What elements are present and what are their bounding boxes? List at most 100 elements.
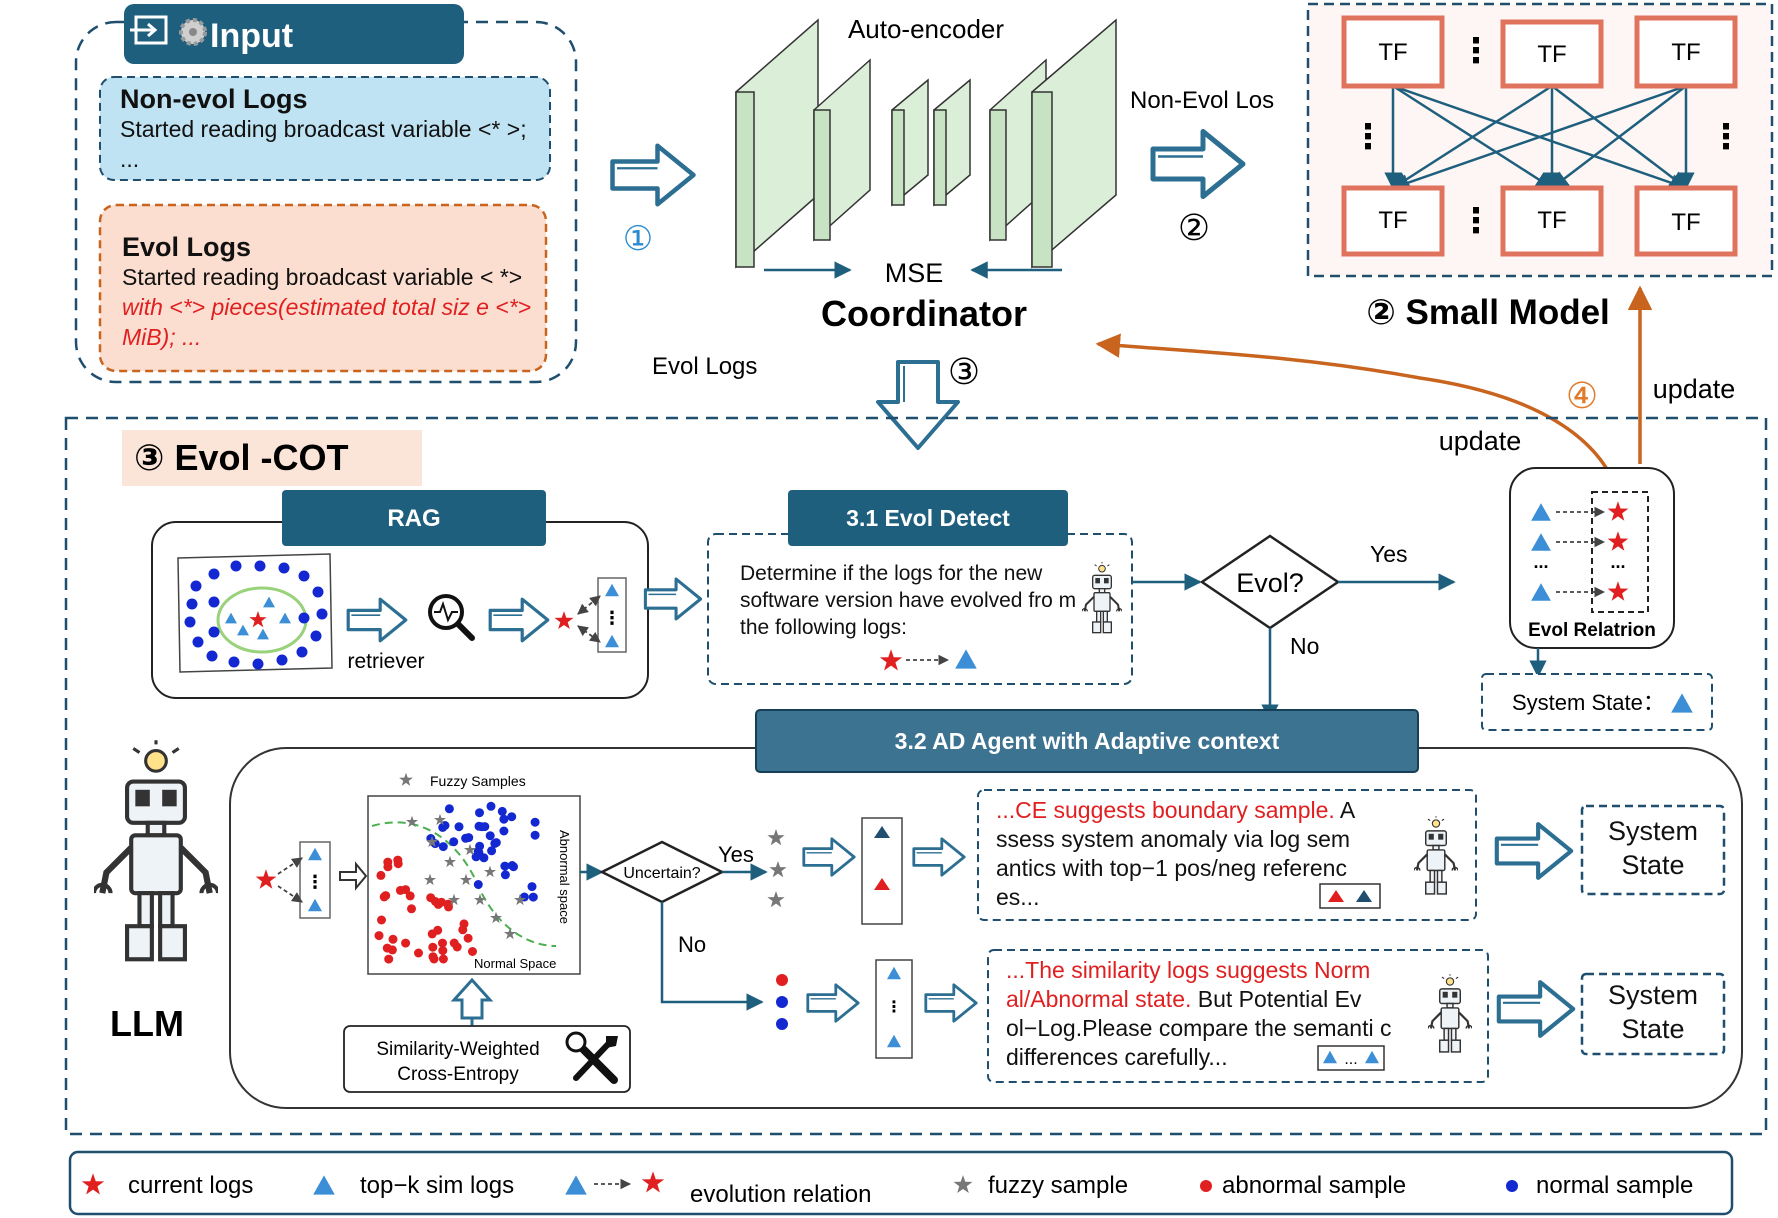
step1-label: ① xyxy=(623,220,653,258)
evol-logs-text-plain: Started reading broadcast variable < *> xyxy=(122,264,523,290)
abnormal-sample-dot xyxy=(383,862,393,872)
abnormal-sample-dot xyxy=(414,948,423,958)
normal-sample-dot xyxy=(527,882,537,892)
embedding-dot xyxy=(298,612,310,624)
embedding-dot xyxy=(208,626,220,638)
embedding-dot xyxy=(276,654,288,666)
legend-fuzzy: fuzzy sample xyxy=(988,1172,1128,1199)
llm-label: LLM xyxy=(110,1003,184,1044)
update-label-mid: update xyxy=(1439,426,1522,456)
svg-text:TF: TF xyxy=(1671,39,1700,66)
search-icon xyxy=(428,594,475,641)
decoder-layer-1 xyxy=(933,78,971,207)
decision-boundary xyxy=(371,821,557,947)
agent-topk-ellipsis: ⋮ xyxy=(306,872,324,892)
embedding-dot xyxy=(254,560,266,572)
rag-header xyxy=(282,490,546,546)
ad-agent-title: 3.2 AD Agent with Adaptive context xyxy=(895,728,1280,754)
tf-block-bottom-1: TF xyxy=(1341,185,1445,257)
abnormal-sample-dot xyxy=(438,946,448,956)
legend-normal: normal sample xyxy=(1536,1172,1693,1199)
mse-label: MSE xyxy=(885,258,944,288)
nonevol-logs-title: Non-evol Logs xyxy=(120,84,308,114)
coordinator-title: Coordinator xyxy=(821,293,1027,334)
swce-up-arrow-shape xyxy=(450,977,494,1020)
evol-relation-new-logs xyxy=(1591,491,1649,613)
embedding-dot xyxy=(312,586,324,598)
abnormal-sample-dot xyxy=(433,899,443,909)
sim-ref-ellipsis: ... xyxy=(1344,1051,1357,1068)
normal-sample-dot xyxy=(507,812,517,822)
sim-prompt-highlight: ...The similarity logs suggests Norm al/… xyxy=(1006,957,1371,1012)
legend-current-logs: current logs xyxy=(128,1172,253,1199)
yes-label: Yes xyxy=(1370,541,1408,567)
relation-arrow xyxy=(277,857,303,875)
encoder-layer-3 xyxy=(891,78,929,207)
abnormal-sample-dot xyxy=(426,893,436,903)
ce-prompt-highlight: ...CE suggests boundary sample. xyxy=(996,797,1335,823)
step2-label: ② xyxy=(1178,207,1210,248)
step1-arrow xyxy=(613,146,694,205)
embedding-dot xyxy=(208,568,220,580)
abnormal-sample-dot xyxy=(376,870,386,880)
update-arrow-coordinator xyxy=(1095,333,1622,501)
encoder-layer-2 xyxy=(813,58,871,242)
tf-ellipsis: ⋮ xyxy=(1459,202,1493,240)
relation-arrow xyxy=(277,885,303,903)
embedding-dot xyxy=(252,658,264,670)
evol-logs-text: Started reading broadcast variable < *> … xyxy=(122,262,532,352)
abnormal-sample-dot xyxy=(429,954,439,964)
system-state-box-2 xyxy=(1580,972,1726,1056)
evol-relation-rows xyxy=(1531,501,1629,601)
abnormal-sample-dot xyxy=(401,938,411,948)
normal-sample-dot xyxy=(454,822,464,832)
step3-arrow xyxy=(876,360,960,450)
ce-ref-blue-triangle xyxy=(1356,890,1372,902)
normal-sample-dot xyxy=(491,838,501,848)
normal-sample-dot xyxy=(530,830,540,840)
svg-text:TF: TF xyxy=(1537,41,1566,68)
decoder-layer-3 xyxy=(1031,18,1117,269)
ad-agent-header xyxy=(755,709,1419,773)
embedding-dot xyxy=(208,596,220,608)
normal-sample-dot xyxy=(461,833,471,843)
swce-line1: Similarity-Weighted xyxy=(376,1039,539,1060)
sim-log-ellipsis: ⋮ xyxy=(886,999,902,1016)
abnormal-sample-dot xyxy=(377,915,386,925)
evol-detect-box xyxy=(707,533,1133,685)
llm-robot-icon xyxy=(94,740,218,959)
evol-logs-text-highlight: with <*> pieces(estimated total siz e <*… xyxy=(122,294,532,350)
embedding-dot xyxy=(316,608,328,620)
embedding-dot xyxy=(184,616,196,628)
normal-sample-dot xyxy=(475,808,484,818)
rag-to-detect-arrow xyxy=(643,577,703,621)
abnormal-sample-dot xyxy=(459,919,469,929)
ce-prompt-text: ...CE suggests boundary sample. A ssess … xyxy=(996,796,1396,912)
system-state-box xyxy=(1481,673,1713,731)
evol-cot-title-bg xyxy=(122,430,422,486)
abnormal-sample-dot xyxy=(428,942,438,952)
tools-icon xyxy=(565,1031,618,1084)
sim-prompt-text: ...The similarity logs suggests Norm al/… xyxy=(1006,956,1416,1072)
tf-ellipsis: ⋮ xyxy=(1709,118,1743,156)
ce-reference-badge xyxy=(1319,883,1381,909)
embedding-dot xyxy=(298,570,310,582)
system-state-label: System State： xyxy=(1512,690,1665,715)
evol-relation-ellipsis: ... xyxy=(1610,552,1625,572)
normal-sample-dot xyxy=(475,841,485,851)
tf-connections xyxy=(1384,84,1695,192)
abnormal-sample-dot xyxy=(395,885,405,895)
evol-decision-label: Evol? xyxy=(1236,568,1304,598)
normal-sample-dot xyxy=(438,842,448,852)
abnormal-sample-dot xyxy=(393,855,403,865)
swce-box xyxy=(343,1025,631,1093)
uncertain-no-label: No xyxy=(678,932,706,957)
gear-icon xyxy=(179,18,207,46)
evol-logs-title: Evol Logs xyxy=(122,232,252,262)
abnormal-sample-dot xyxy=(407,904,416,914)
legend-topk: top−k sim logs xyxy=(360,1172,514,1199)
normal-sample-dot xyxy=(530,817,540,827)
normal-sample-dot xyxy=(486,801,496,811)
evol-cot-panel xyxy=(64,416,1768,1136)
abnormal-sample-dot xyxy=(388,934,398,944)
